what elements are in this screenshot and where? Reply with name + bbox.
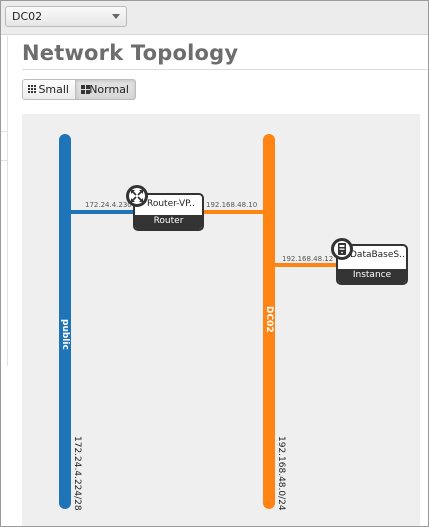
small-view-button[interactable]: Small [22, 79, 76, 100]
top-bar: DC02 [1, 1, 428, 35]
instance-type-label: Instance [338, 269, 406, 283]
instance-node[interactable]: DataBaseS.. Instance [336, 244, 408, 285]
router-port-ip-public: 172.24.4.230 [85, 201, 132, 209]
router-port-ip-dc02: 192.168.48.10 [206, 201, 258, 209]
router-link-dc02 [202, 210, 264, 214]
normal-view-button[interactable]: Normal [76, 79, 136, 100]
page-title: Network Topology [22, 41, 239, 65]
small-view-label: Small [38, 83, 69, 96]
network-cidr-dc02: 192.168.48.0/24 [276, 436, 286, 511]
network-bar-dc02[interactable] [263, 134, 275, 509]
router-icon [126, 185, 148, 207]
router-link-public [71, 210, 135, 214]
instance-port-ip-dc02: 192.168.48.12 [282, 255, 334, 263]
sidebar-notch [1, 131, 8, 161]
instance-link-dc02 [275, 263, 338, 267]
network-name-dc02: DC02 [264, 306, 274, 333]
network-bar-public[interactable] [59, 134, 71, 509]
view-size-toggle: Small Normal [22, 79, 136, 100]
instance-icon [331, 238, 353, 260]
router-node[interactable]: Router-VP.. Router [133, 193, 204, 231]
topology-canvas: public 172.24.4.224/28 DC02 192.168.48.0… [22, 114, 420, 526]
region-select[interactable]: DC02 [5, 6, 127, 27]
instance-name: DataBaseS.. [350, 250, 405, 260]
sidebar-edge [1, 36, 8, 366]
title-divider [22, 69, 428, 70]
small-grid-icon [28, 85, 36, 94]
region-select-value: DC02 [12, 10, 43, 23]
router-type-label: Router [135, 215, 202, 229]
normal-view-label: Normal [89, 83, 129, 96]
large-grid-icon [81, 85, 90, 94]
router-name: Router-VP.. [147, 199, 195, 209]
network-name-public: public [60, 319, 70, 350]
network-cidr-public: 172.24.4.224/28 [72, 436, 82, 511]
chevron-down-icon [112, 14, 120, 19]
